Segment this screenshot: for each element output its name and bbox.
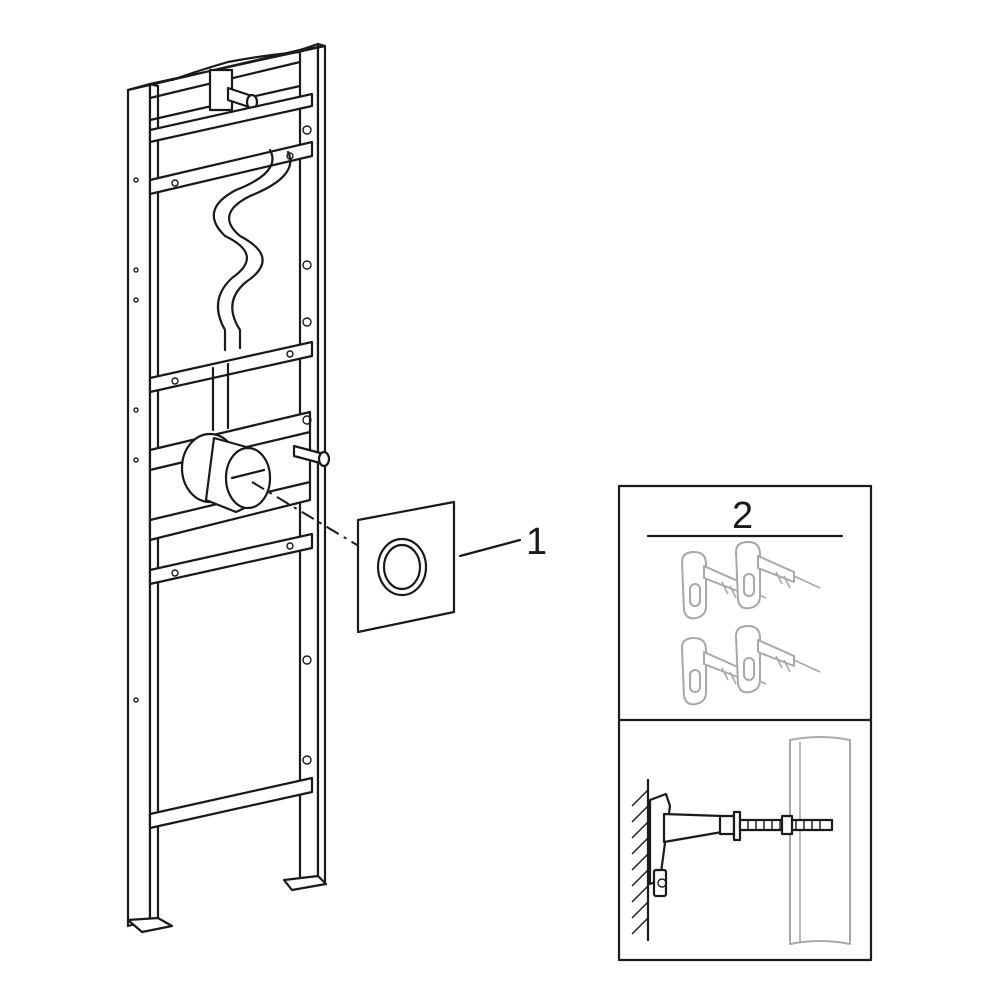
callout-1: 1 [526, 521, 547, 563]
detail-box: 2 [617, 484, 873, 962]
wall-bracket-set [681, 541, 821, 706]
wall-bracket [681, 637, 767, 706]
installation-frame [126, 42, 331, 934]
wall-bracket [735, 625, 821, 694]
leader-line-1 [458, 538, 522, 558]
wall-mount-section [631, 736, 851, 945]
wall-bracket [735, 541, 821, 610]
flush-plate [356, 500, 456, 634]
callout-2: 2 [732, 495, 753, 537]
